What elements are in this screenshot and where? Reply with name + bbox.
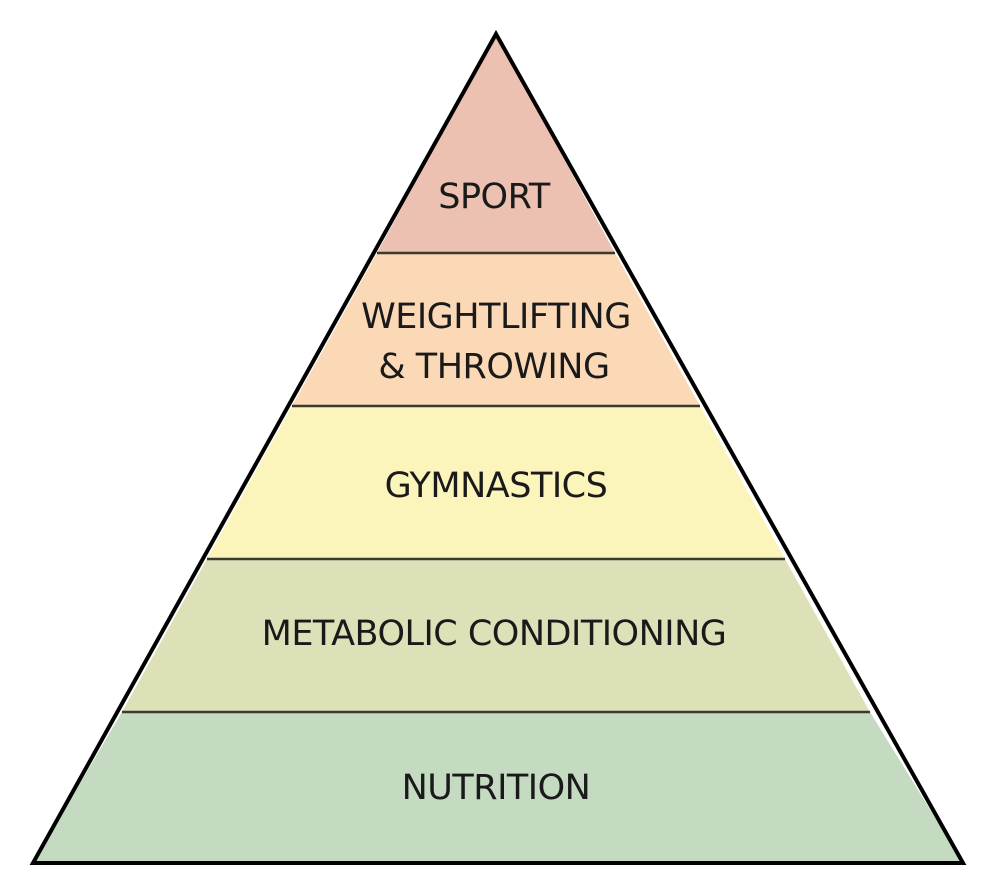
label-metabolic-conditioning: METABOLIC CONDITIONING	[262, 614, 727, 654]
level-dividers	[122, 251, 870, 714]
label-weightlifting: WEIGHTLIFTING	[361, 297, 631, 337]
label-sport: SPORT	[438, 177, 551, 217]
level-weightlifting-throwing	[292, 253, 700, 406]
level-metabolic-conditioning	[122, 559, 870, 712]
label-gymnastics: GYMNASTICS	[385, 466, 608, 506]
level-sport	[377, 34, 615, 253]
label-nutrition: NUTRITION	[402, 768, 591, 808]
pyramid-outline	[29, 29, 967, 865]
level-gymnastics	[207, 406, 785, 559]
level-nutrition	[33, 712, 963, 863]
label-throwing: & THROWING	[378, 347, 609, 387]
